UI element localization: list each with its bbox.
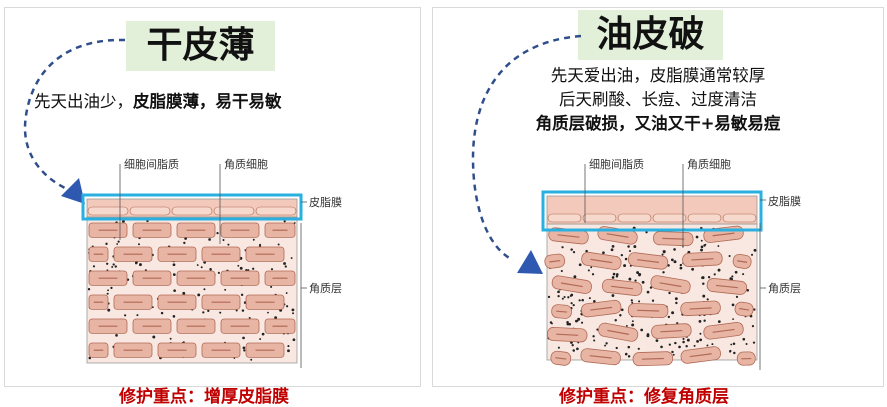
label-sebum-film: 皮脂膜 <box>768 193 801 209</box>
label-keratinocyte: 角质细胞 <box>687 156 731 172</box>
label-stratum-corneum: 角质层 <box>768 280 801 296</box>
leader-lines-left <box>5 8 420 386</box>
leader-lines-right <box>433 8 883 386</box>
panel-oily-damaged: 油皮破 先天爱出油，皮脂膜通常较厚 后天刷酸、长痘、过度清洁 角质层破损，又油又… <box>432 7 884 387</box>
panel-dry-thin: 干皮薄 先天出油少，皮脂膜薄，易干易敏 细胞间脂质 角质细胞 皮脂膜 角质层 修… <box>4 7 421 387</box>
label-intercellular-lipid: 细胞间脂质 <box>589 156 644 172</box>
label-sebum-film: 皮脂膜 <box>309 194 342 210</box>
repair-focus-right: 修护重点：修复角质层 <box>559 382 729 407</box>
label-stratum-corneum: 角质层 <box>309 280 342 296</box>
label-intercellular-lipid: 细胞间脂质 <box>124 156 179 172</box>
repair-focus-left: 修护重点：增厚皮脂膜 <box>119 382 289 407</box>
label-keratinocyte: 角质细胞 <box>224 156 268 172</box>
